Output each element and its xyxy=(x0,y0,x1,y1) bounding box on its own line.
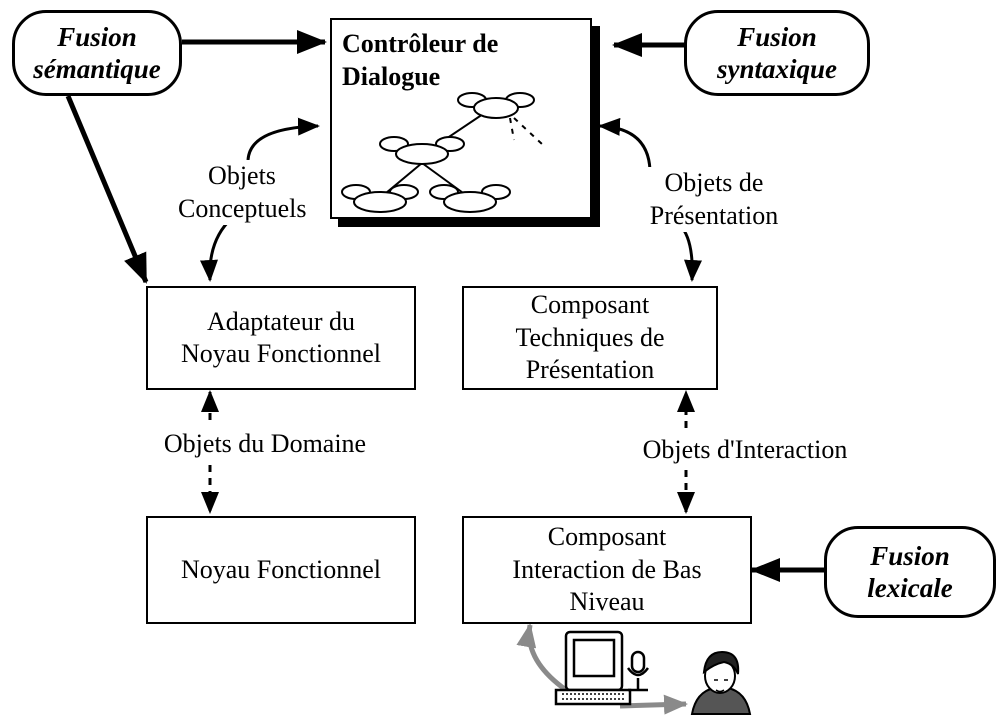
dialogue-controller-box: Contrôleur de Dialogue xyxy=(330,18,592,219)
syntactic-fusion-pill: Fusion syntaxique xyxy=(684,10,870,96)
adapter-box: Adaptateur du Noyau Fonctionnel xyxy=(146,286,416,390)
presentation-objects-label: Objets de Présentation xyxy=(628,167,800,232)
low-level-interaction-box: Composant Interaction de Bas Niveau xyxy=(462,516,752,624)
presentation-to-controller-arrow xyxy=(598,117,652,171)
device-to-user-arrow xyxy=(619,694,688,715)
controller-tree-diagram xyxy=(341,92,543,213)
interaction-objects-label: Objets d'Interaction xyxy=(614,434,876,467)
conceptual-to-controller-arrow xyxy=(246,117,320,161)
device-to-lowlevel-arrow xyxy=(516,623,568,693)
functional-core-box: Noyau Fonctionnel xyxy=(146,516,416,624)
lexical-fusion-pill: Fusion lexicale xyxy=(824,526,996,618)
semantic-fusion-pill: Fusion sémantique xyxy=(12,10,182,96)
semantic-to-adapter-arrow xyxy=(65,95,149,284)
presentation-techniques-box: Composant Techniques de Présentation xyxy=(462,286,718,390)
presentation-to-component-arrow xyxy=(678,223,702,282)
conceptual-objects-label: Objets Conceptuels xyxy=(178,160,307,225)
controller-title: Contrôleur de Dialogue xyxy=(342,29,499,91)
conceptual-to-adapter-arrow xyxy=(200,216,234,282)
domain-objects-label: Objets du Domaine xyxy=(140,428,390,461)
